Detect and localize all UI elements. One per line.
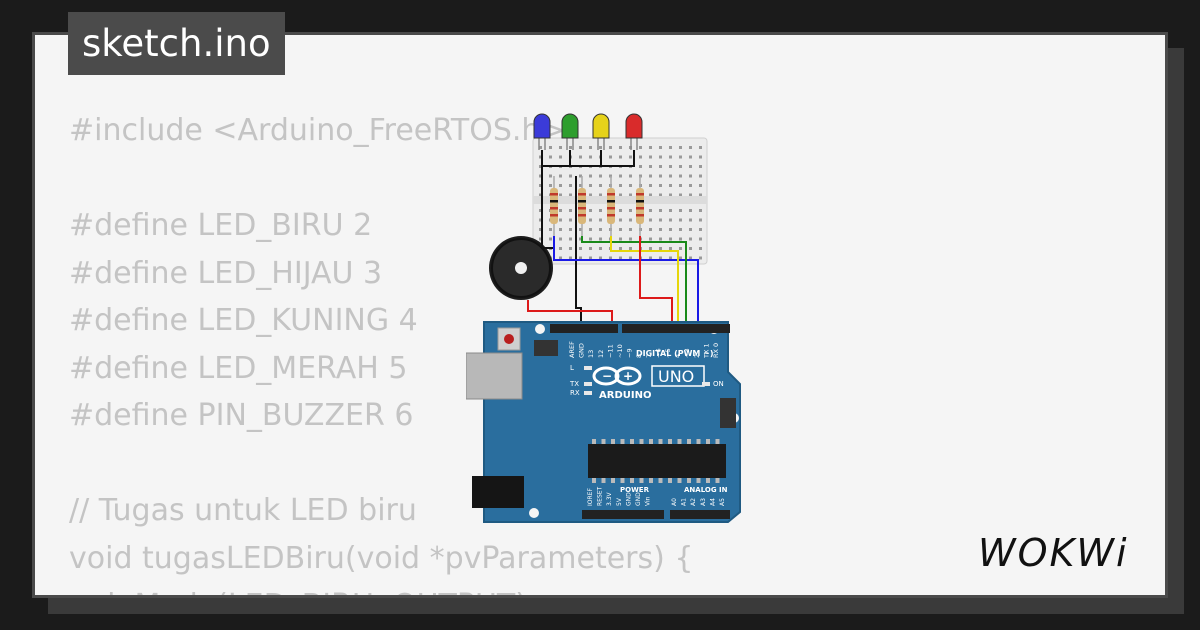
pin-label: 2: [693, 354, 701, 358]
code-block: #include <Arduino_FreeRTOS.h> #define LED…: [69, 107, 694, 595]
code-line: #define LED_BIRU 2: [69, 208, 373, 243]
board-led-label: L: [570, 364, 574, 372]
pin-label: ~3: [683, 348, 691, 358]
pin-label: RX 0: [712, 343, 720, 358]
pin-label: A2: [690, 498, 697, 506]
pin-label: ~9: [626, 348, 634, 358]
blue-led: [533, 113, 551, 150]
code-line: void tugasLEDBiru(void *pvParameters) {: [69, 540, 694, 576]
wokwi-logo: WOKWi: [978, 531, 1129, 575]
code-line: pinMode(LED_BIRU, OUTPUT);: [69, 582, 693, 595]
code-line: #define LED_HIJAU 3: [69, 255, 383, 291]
circuit-diagram: − + UNO ARDUINO DIGITAL (PWM ~) POWER AN…: [466, 113, 741, 523]
pin-label: ~6: [654, 348, 662, 358]
pin-label: 3.3V: [606, 491, 613, 506]
board-led: [702, 382, 710, 386]
pin-label: ~10: [616, 344, 624, 358]
board-model: UNO: [658, 367, 694, 386]
pin-label: GND: [635, 492, 642, 506]
pin-label: 4: [674, 354, 682, 358]
buzzer: [489, 236, 553, 300]
pin-label: 13: [587, 350, 595, 358]
board-led: [584, 366, 592, 370]
board-led: [584, 391, 592, 395]
pin-label: A0: [671, 498, 678, 506]
pin-label: GND: [578, 343, 586, 358]
pin-label: ~5: [664, 348, 672, 358]
pin-label: 5V: [616, 497, 623, 506]
green-led: [561, 113, 579, 150]
board-led-label: ON: [713, 380, 724, 388]
code-line: // Tugas untuk LED biru: [69, 493, 417, 528]
pin-label: ~11: [606, 344, 614, 358]
pin-label: 8: [635, 354, 643, 358]
pin-label: A4: [709, 498, 716, 506]
pin-label: 12: [597, 350, 605, 358]
resistors: [550, 176, 644, 236]
svg-text:−: −: [602, 369, 612, 383]
pin-label: 7: [645, 354, 653, 358]
breadboard: [532, 137, 708, 265]
file-title: sketch.ino: [68, 12, 285, 75]
board-brand: ARDUINO: [599, 390, 651, 401]
analog-label: ANALOG IN: [684, 486, 728, 494]
logo-text: WOKWi: [978, 531, 1129, 575]
pin-label: TX 1: [702, 343, 710, 359]
arduino-uno-board: − + UNO ARDUINO DIGITAL (PWM ~) POWER AN…: [466, 321, 741, 523]
pin-label: A5: [719, 498, 726, 506]
board-led: [584, 382, 592, 386]
code-line: #define LED_KUNING 4: [69, 303, 418, 338]
power-label: POWER: [620, 486, 650, 494]
board-led-label: TX: [569, 380, 579, 388]
code-line: #define PIN_BUZZER 6: [69, 398, 414, 433]
code-line: #define LED_MERAH 5: [69, 350, 408, 386]
pin-label: GND: [625, 492, 632, 506]
board-led-label: RX: [570, 389, 580, 397]
digital-label: DIGITAL (PWM ~): [636, 349, 714, 358]
pin-label: AREF: [568, 341, 576, 358]
pin-label: RESET: [597, 486, 604, 506]
pin-label: IOREF: [587, 488, 594, 506]
leds: [533, 113, 643, 150]
pin-label: A1: [681, 498, 688, 506]
code-line: #include <Arduino_FreeRTOS.h>: [69, 113, 566, 148]
pin-label: Vin: [645, 496, 652, 506]
yellow-led: [592, 113, 610, 150]
pin-label: A3: [700, 498, 707, 506]
red-led: [625, 113, 643, 150]
wires: [527, 150, 699, 325]
svg-text:+: +: [623, 369, 633, 383]
